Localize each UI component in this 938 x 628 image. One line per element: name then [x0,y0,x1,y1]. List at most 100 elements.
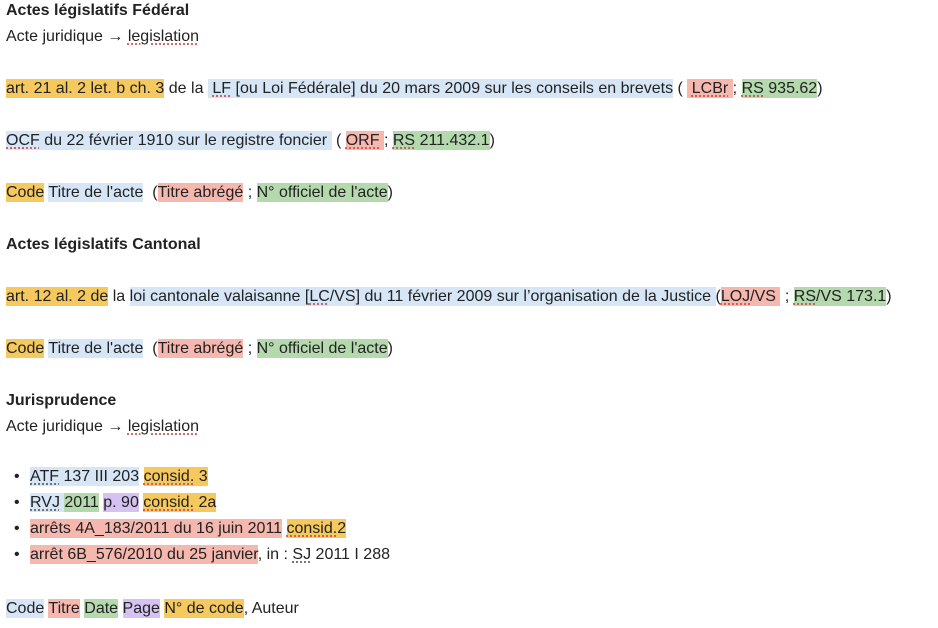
act-title: LF [ou Loi Fédérale] du 20 mars 2009 sur… [207,79,674,98]
official-number: RS 211.432.1 [392,131,490,150]
legend-code: Code [6,339,45,358]
reference: 137 III 203 [63,468,140,485]
legend-title: Titre [48,599,80,618]
consid-number: 3 [198,468,208,485]
official-number: RS/VS 173.1 [793,287,887,306]
consid-number: 2a [198,494,217,511]
article-code: art. 21 al. 2 let. b ch. 3 [6,79,165,98]
consid-label: consid. [286,520,338,537]
act-title: loi cantonale valaisanne [LC/VS] du 11 f… [129,287,716,306]
federal-example-2: OCF du 22 février 1910 sur le registre f… [6,130,495,152]
article-code: art. 12 al. 2 de [6,287,109,306]
bullet-icon: • [14,546,20,563]
legend-short-title: Titre abrégé [157,339,244,358]
separator: ; [732,80,738,97]
decision-page: p. 90 [103,493,139,512]
legend-title: Titre de l'acte [48,183,144,202]
close-paren: ) [886,288,892,305]
short-title-text: ORF [345,132,380,149]
jurisprudence-list: • ATF 137 III 203 consid. 3 • RVJ 2011 p… [6,466,390,570]
legend-code-number: N° de code [164,599,244,618]
federal-legend: Code Titre de l'acte (Titre abrégé ; N° … [6,182,393,204]
consid: consid. 2a [143,493,217,512]
separator: ; [247,340,253,357]
cantonal-legend: Code Titre de l'acte (Titre abrégé ; N° … [6,338,393,360]
short-title: LCBr [687,79,733,98]
sj-abbrev: SJ [292,546,312,563]
open-paren: ( [152,340,158,357]
official-number: RS 935.62 [741,79,818,98]
legend-title: Titre de l'acte [48,339,144,358]
federal-heading: Actes législatifs Fédéral [6,2,190,19]
short-title-text: LCBr [691,80,729,97]
act-title-text: /VS] du 11 février 2009 sur l’organisati… [329,288,712,305]
rs-abbrev: RS [793,288,817,305]
federal-example-1: art. 21 al. 2 let. b ch. 3 de la LF [ou … [6,78,823,100]
close-paren: ) [817,80,823,97]
legislation-link[interactable]: legislation [127,28,199,45]
act-title: OCF du 22 février 1910 sur le registre f… [6,131,332,150]
open-paren: ( [677,80,683,97]
cantonal-example: art. 12 al. 2 de la loi cantonale valais… [6,286,892,308]
act-title-text: du 22 février 1910 sur le registre fonci… [44,132,328,149]
act-title-text: loi cantonale valaisanne [ [129,288,310,305]
legend-author: , Auteur [243,600,299,617]
bullet-icon: • [14,494,20,511]
short-title: LOJ/VS [720,287,781,306]
jurisprudence-subline: Acte juridique → legislation [6,416,199,438]
list-item: • RVJ 2011 p. 90 consid. 2a [6,492,390,518]
federal-subline: Acte juridique → legislation [6,26,199,48]
decision-code: ATF 137 III 203 [30,467,140,486]
connector-text: la [112,288,126,305]
bullet-icon: • [14,520,20,537]
jurisprudence-heading: Jurisprudence [6,392,117,409]
subline-prefix: Acte juridique → [6,418,124,435]
close-paren: ) [387,184,393,201]
list-item: • arrêt 6B_576/2010 du 25 janvier, in : … [6,544,390,570]
decision-title: arrêts 4A_183/2011 du 16 juin 2011 [30,519,283,538]
connector-text: de la [168,80,204,97]
rvj-abbrev: RVJ [30,494,60,511]
legend-code: Code [6,599,45,618]
jurisprudence-legend: Code Titre Date Page N° de code, Auteur [6,598,299,620]
list-item: • arrêts 4A_183/2011 du 16 juin 2011 con… [6,518,390,544]
bullet-icon: • [14,468,20,485]
legislation-link[interactable]: legislation [127,418,199,435]
decision-title: RVJ [30,493,65,512]
separator: ; [247,184,253,201]
rs-number: /VS 173.1 [816,288,887,305]
decision-date: 2011 [64,493,99,512]
lc-abbrev: LC [309,288,330,305]
consid: consid.2 [286,519,347,538]
close-paren: ) [489,132,495,149]
legend-code: Code [6,183,45,202]
consid: consid. 3 [143,467,208,486]
separator: ; [784,288,790,305]
rs-number: 211.432.1 [419,132,490,149]
act-title-text: [ou Loi Fédérale] du 20 mars 2009 sur le… [235,80,674,97]
publication-reference: 2011 I 288 [315,546,390,563]
short-title-suffix: /VS [750,288,776,305]
legend-date: Date [84,599,119,618]
in-text: , in : [257,546,288,563]
ocf-abbrev: OCF [6,132,40,149]
open-paren: ( [715,288,721,305]
rs-abbrev: RS [392,132,416,149]
atf-abbrev: ATF [30,468,60,485]
consid-label: consid. [143,468,195,485]
legend-official-number: N° officiel de l'acte [256,183,388,202]
open-paren: ( [152,184,158,201]
decision-title: arrêt 6B_576/2010 du 25 janvier [30,545,258,564]
cantonal-heading: Actes législatifs Cantonal [6,236,201,253]
rs-number: 935.62 [768,80,818,97]
close-paren: ) [387,340,393,357]
separator: ; [383,132,389,149]
lf-abbrev: LF [212,80,232,97]
short-title: ORF [345,131,384,150]
loj-abbrev: LOJ [720,288,751,305]
legend-short-title: Titre abrégé [157,183,244,202]
subline-prefix: Acte juridique → [6,28,124,45]
open-paren: ( [335,132,342,149]
legend-page: Page [122,599,160,618]
rs-abbrev: RS [741,80,764,97]
